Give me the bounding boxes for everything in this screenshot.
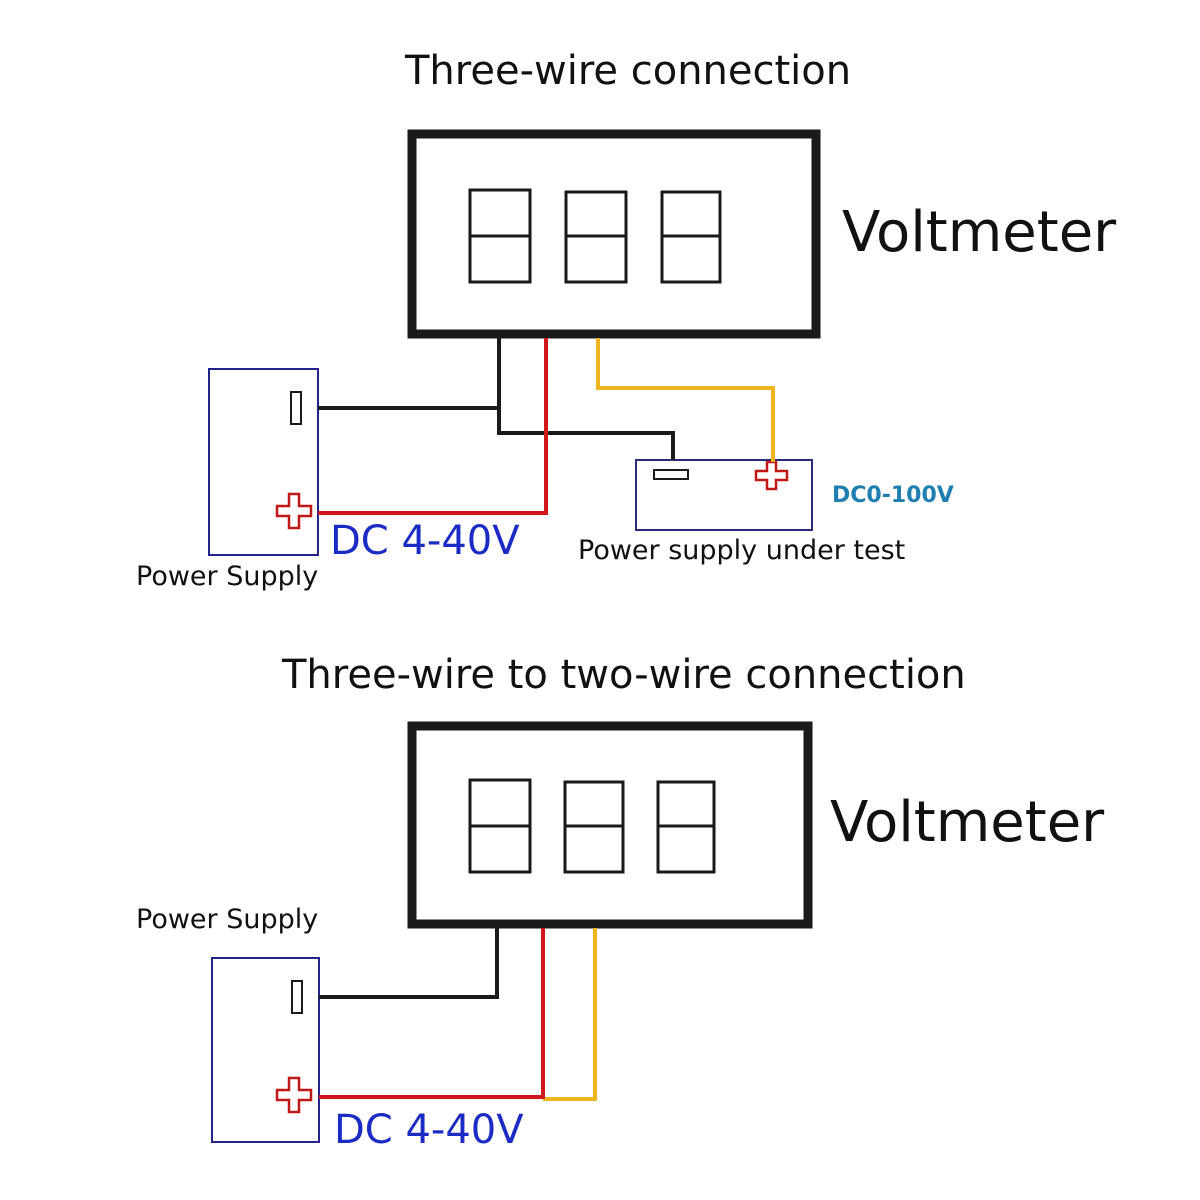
bottom-yellow-wire (543, 928, 597, 1101)
bottom-black-wire (319, 928, 499, 999)
top-supply-plus-icon (275, 492, 313, 530)
top-digit-3 (660, 190, 722, 284)
top-voltmeter-housing (407, 129, 821, 339)
top-dut-plus-icon (754, 460, 789, 491)
top-supply-minus-icon (290, 391, 302, 425)
top-title: Three-wire connection (405, 48, 852, 94)
top-wires (318, 338, 775, 515)
bottom-supply-label: Power Supply (136, 904, 319, 935)
top-voltmeter-label: Voltmeter (842, 200, 1117, 265)
top-supply-voltage: DC 4-40V (330, 518, 520, 564)
bottom-power-supply (211, 957, 320, 1143)
top-black-wire (318, 338, 501, 410)
bottom-digit-1 (468, 778, 532, 874)
bottom-supply-voltage: DC 4-40V (334, 1107, 524, 1153)
bottom-wires (319, 928, 597, 1101)
top-dut-range: DC0-100V (832, 483, 954, 508)
bottom-supply-box (211, 957, 320, 1143)
top-digit-2 (564, 190, 628, 284)
bottom-red-wire (319, 928, 545, 1099)
top-black-wire-dut (497, 408, 675, 460)
top-dut-minus-icon (653, 469, 689, 480)
bottom-voltmeter-label: Voltmeter (830, 790, 1105, 855)
bottom-voltmeter-housing (407, 721, 813, 929)
bottom-voltmeter (407, 721, 813, 929)
top-yellow-wire (596, 338, 775, 462)
bottom-digit-2 (563, 780, 625, 874)
top-dut-box (635, 459, 813, 531)
top-supply-label: Power Supply (136, 561, 319, 592)
top-dut-supply (635, 459, 813, 531)
top-red-wire (318, 338, 548, 515)
top-dut-label: Power supply under test (578, 535, 906, 566)
top-voltmeter (407, 129, 821, 339)
bottom-supply-plus-icon (275, 1076, 313, 1114)
top-digit-1 (468, 188, 532, 284)
top-supply-box (208, 368, 319, 556)
bottom-title: Three-wire to two-wire connection (282, 652, 966, 698)
top-power-supply (208, 368, 319, 556)
bottom-supply-minus-icon (291, 980, 303, 1014)
bottom-digit-3 (656, 780, 716, 874)
